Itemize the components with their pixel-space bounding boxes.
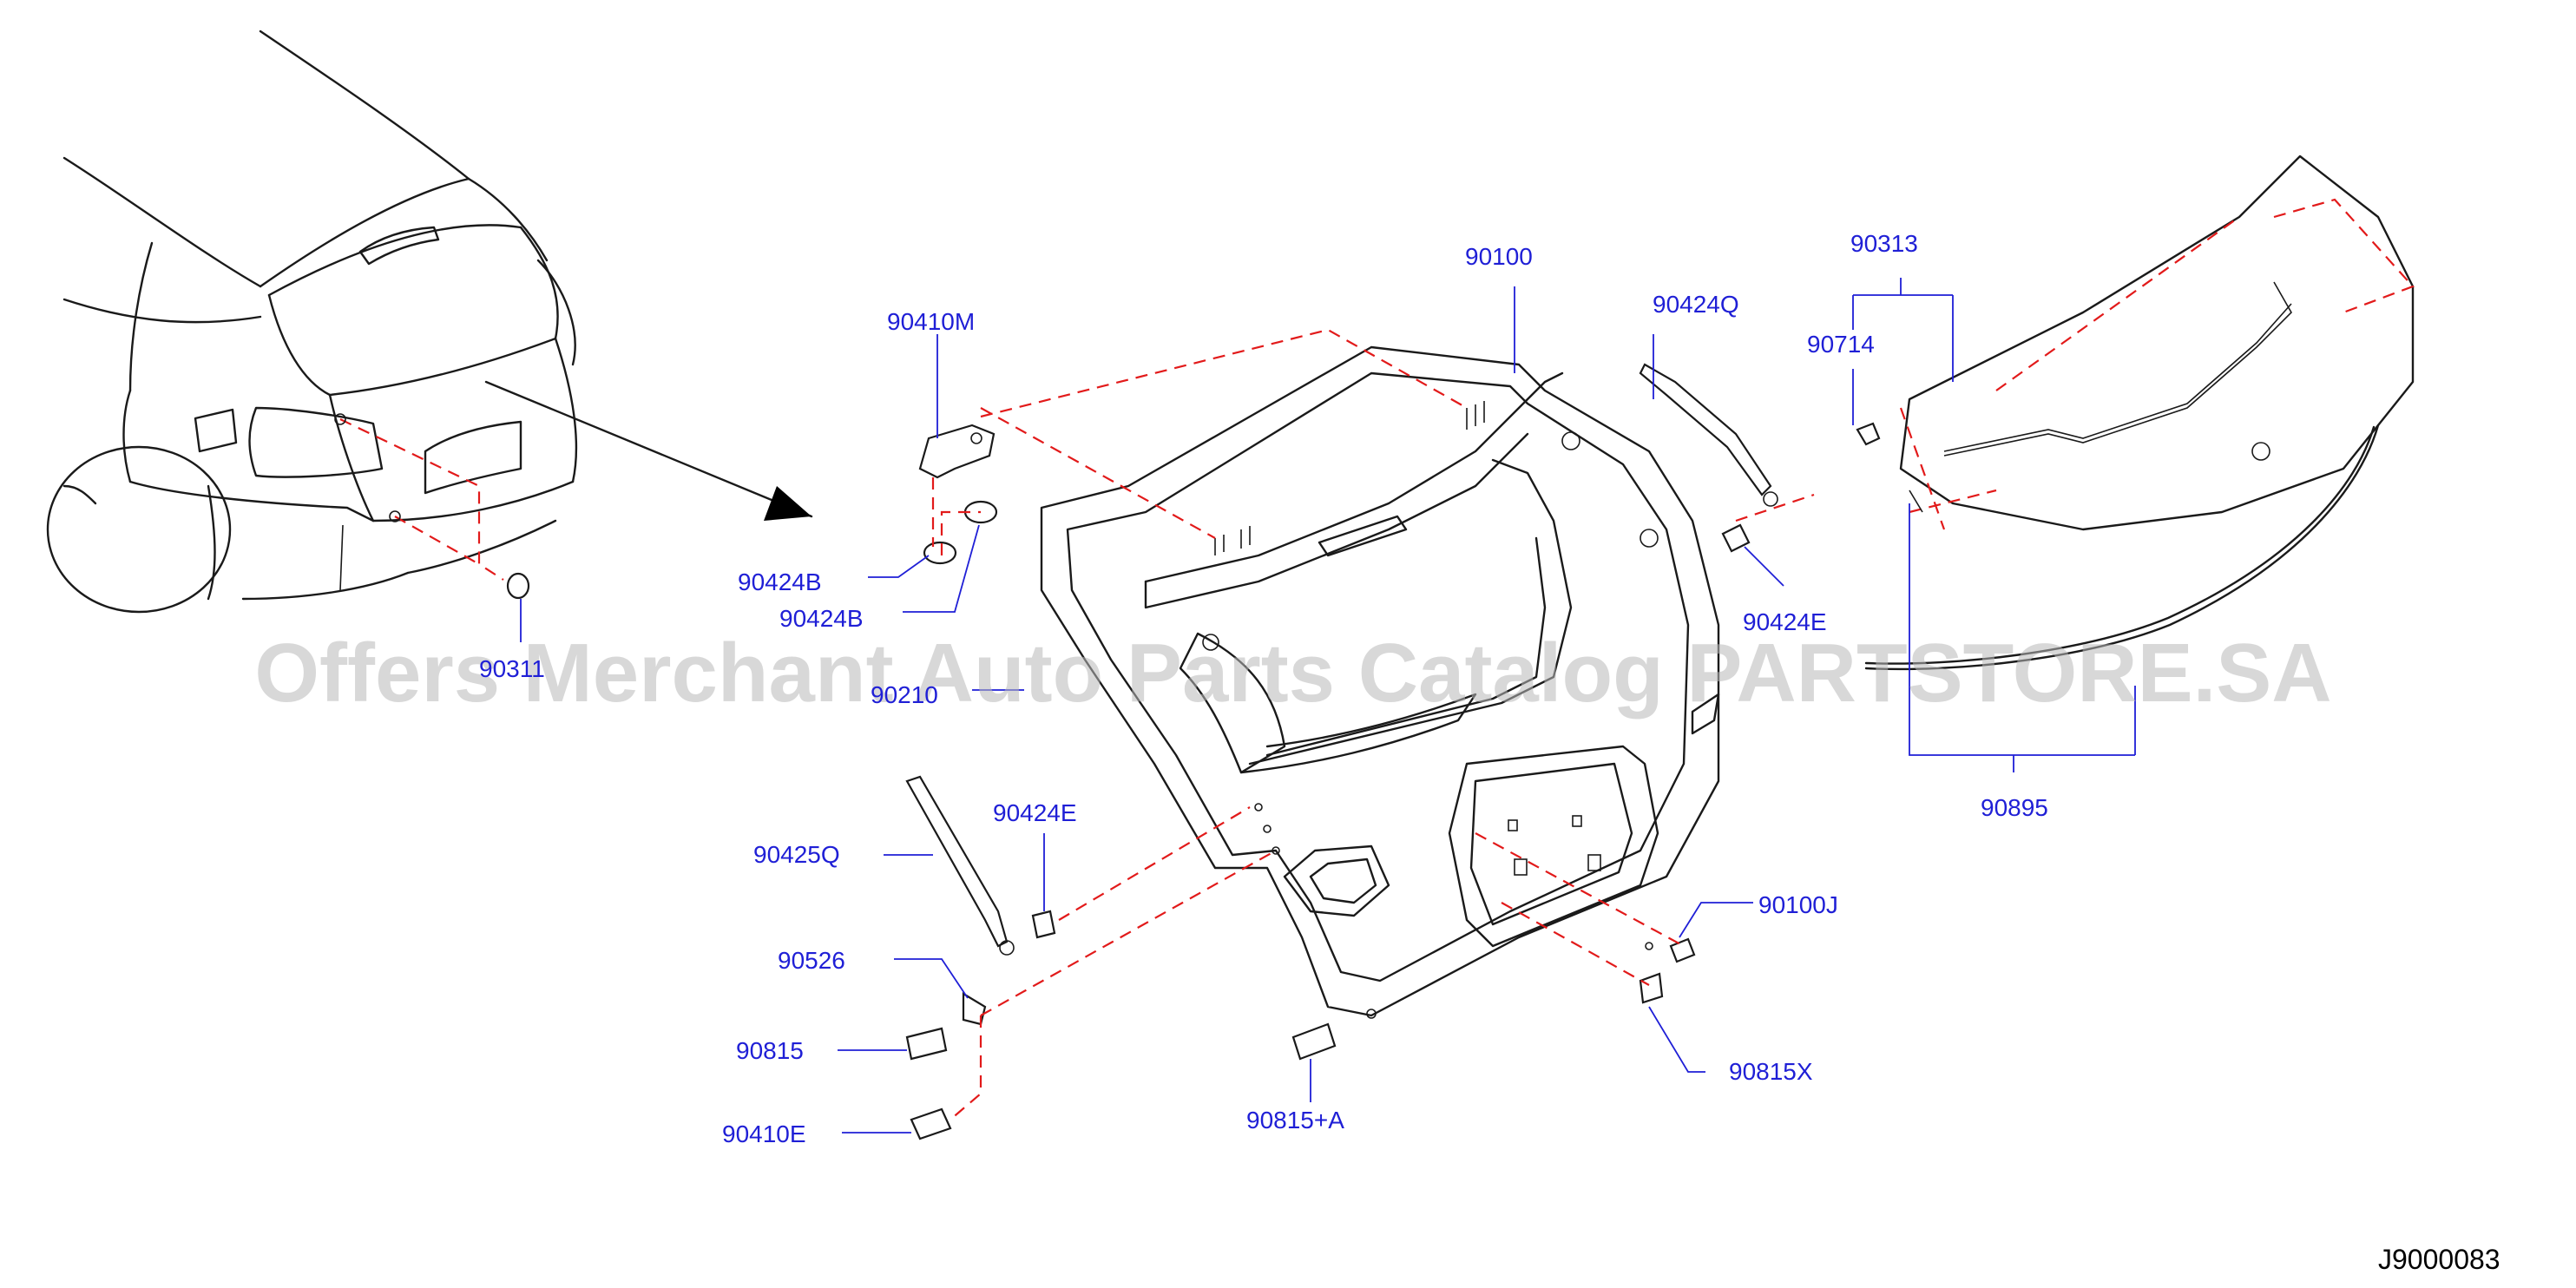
grommet-90311 <box>506 572 530 600</box>
nut-90100J <box>1669 937 1696 963</box>
callout-label[interactable]: 90526 <box>778 947 845 974</box>
callout-label[interactable]: 90424B <box>738 568 822 595</box>
vehicle-rear-view <box>46 30 813 614</box>
ball-stud-90424E-upper <box>1721 523 1751 553</box>
grommet-90424B-a <box>923 541 957 565</box>
gas-stay-90425Q <box>905 775 1009 948</box>
callout-label[interactable]: 90313 <box>1850 230 1918 257</box>
back-door-panel <box>1040 345 1720 1019</box>
leader-lines <box>520 278 2136 1134</box>
callout-label[interactable]: 90410M <box>887 308 975 335</box>
plug-90815X <box>1639 972 1664 1004</box>
ball-stud-90424E-lower <box>1031 910 1056 939</box>
dashed-guides <box>931 328 1815 1120</box>
bolt-90410E <box>910 1107 952 1140</box>
bumper-90526 <box>962 992 987 1026</box>
hinge-90410M <box>918 424 996 479</box>
rear-glass <box>1856 154 2415 671</box>
callout-label[interactable]: 90424E <box>1743 608 1827 635</box>
callout-label[interactable]: 90895 <box>1981 794 2048 821</box>
callout-label[interactable]: 90425Q <box>753 841 840 868</box>
callout-label[interactable]: 90311 <box>479 655 545 682</box>
watermark-text: Offers Merchant Auto Parts Catalog PARTS… <box>254 627 2331 720</box>
callout-label[interactable]: 90714 <box>1807 331 1875 358</box>
callout-label[interactable]: 90410E <box>722 1120 806 1147</box>
drawing-id: J9000083 <box>2378 1244 2500 1275</box>
callout-label[interactable]: 90815X <box>1729 1058 1813 1085</box>
gas-stay-90424Q <box>1639 363 1772 496</box>
callout-label[interactable]: 90424B <box>779 605 864 632</box>
callout-label[interactable]: 90100 <box>1465 243 1533 270</box>
callout-labels: 90100 90410M 90424B 90424B 90311 90210 9… <box>479 230 2048 1147</box>
callout-label[interactable]: 90424Q <box>1653 291 1739 318</box>
bolt-90815A <box>1291 1022 1337 1061</box>
callout-label[interactable]: 90210 <box>871 681 938 708</box>
small-parts <box>905 363 1778 1140</box>
callout-label[interactable]: 90424E <box>993 799 1077 826</box>
callout-label[interactable]: 90100J <box>1758 891 1838 918</box>
bolt-90815 <box>905 1027 948 1061</box>
callout-label[interactable]: 90815 <box>736 1037 804 1064</box>
callout-label[interactable]: 90815+A <box>1246 1107 1344 1134</box>
